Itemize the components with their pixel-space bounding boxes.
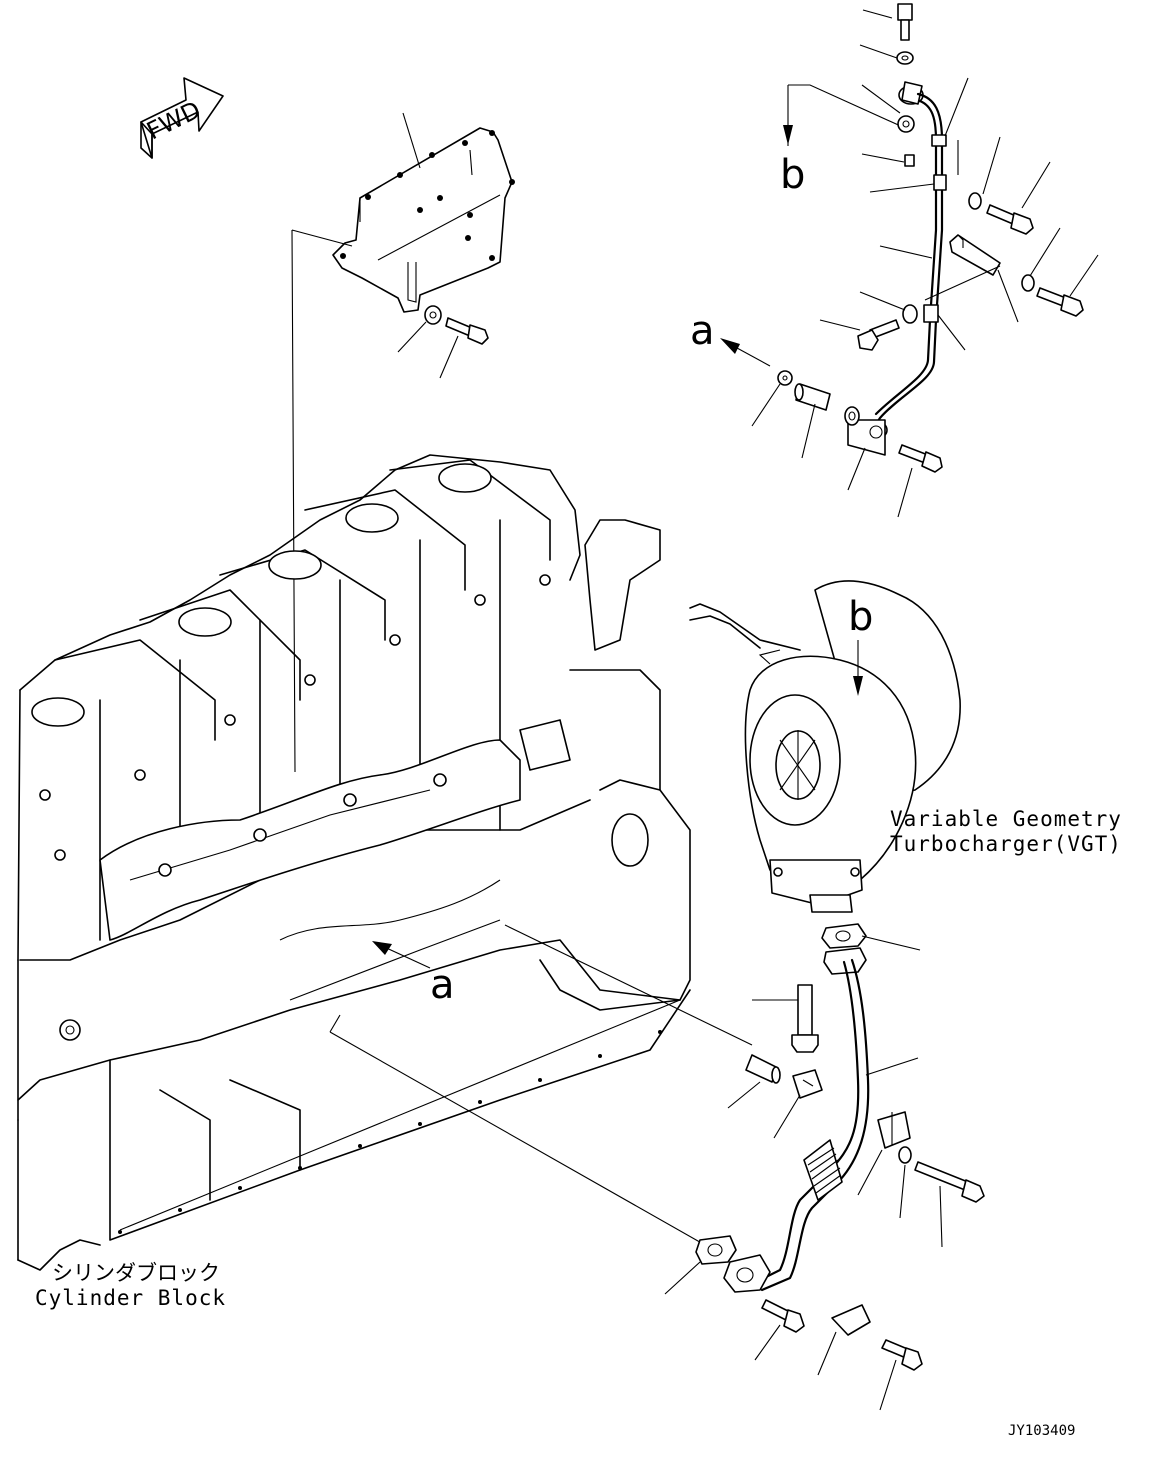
small-plug — [904, 154, 915, 167]
drain-pipe — [723, 947, 870, 1293]
long-bolt — [914, 1161, 985, 1203]
banjo-washer — [897, 115, 915, 133]
clamp-bolt-2 — [857, 319, 900, 351]
view-b-label-turbo: b — [848, 594, 873, 640]
pipe-bolt-lower — [761, 1299, 805, 1333]
pipe-clamp-2 — [933, 174, 947, 191]
lower-clip — [831, 1304, 871, 1336]
view-b-label-top: b — [780, 152, 805, 198]
clamp-bolt-1 — [986, 204, 1034, 235]
pipe-clamp-3 — [923, 304, 939, 323]
view-b-marker-turbo: b — [848, 594, 873, 696]
hose-sleeve — [794, 383, 831, 411]
cylinder-label-jp: シリンダブロック — [52, 1261, 220, 1285]
view-b-marker-top: b — [780, 84, 906, 198]
bracket — [949, 234, 1001, 276]
turbo-gasket — [821, 923, 867, 949]
cover-plate — [332, 127, 515, 313]
lower-bracket — [877, 1111, 911, 1149]
sleeve-washer — [777, 370, 793, 386]
cover-bolt — [445, 317, 489, 345]
drawing-id: JY103409 — [1008, 1423, 1075, 1439]
cylinder-label-en: Cylinder Block — [35, 1286, 226, 1310]
fwd-label: FWD — [142, 96, 205, 146]
turbocharger — [689, 580, 961, 913]
fwd-arrow: FWD — [140, 77, 224, 159]
pipe-clamp-1 — [931, 134, 947, 147]
banjo-fitting — [898, 81, 924, 105]
end-washer — [844, 406, 860, 426]
clip-bolt — [881, 1339, 923, 1371]
view-a-label-top: a — [690, 308, 715, 354]
engine-block — [17, 454, 691, 1271]
block-gasket — [695, 1235, 737, 1265]
turbo-label-line2: Turbocharger(VGT) — [890, 832, 1122, 856]
end-bolt — [898, 444, 943, 473]
bracket-washer — [1021, 274, 1035, 292]
pipe-clip — [792, 1069, 823, 1099]
long-bolt-washer — [898, 1146, 912, 1164]
clamp-washer-2 — [902, 304, 918, 324]
pipe-end-fitting — [847, 419, 888, 456]
view-a-label-engine: a — [430, 962, 455, 1008]
pipe-bolt-upper — [791, 984, 819, 1053]
spacer-sleeve — [745, 1054, 781, 1084]
turbo-label-line1: Variable Geometry — [890, 807, 1122, 831]
view-a-marker-top: a — [690, 308, 771, 367]
view-a-marker-engine: a — [372, 941, 455, 1008]
cover-washer — [424, 305, 442, 325]
top-washer — [896, 51, 914, 65]
bracket-bolt — [1036, 287, 1084, 317]
clamp-washer-1 — [968, 192, 982, 210]
top-bolt — [897, 3, 913, 41]
